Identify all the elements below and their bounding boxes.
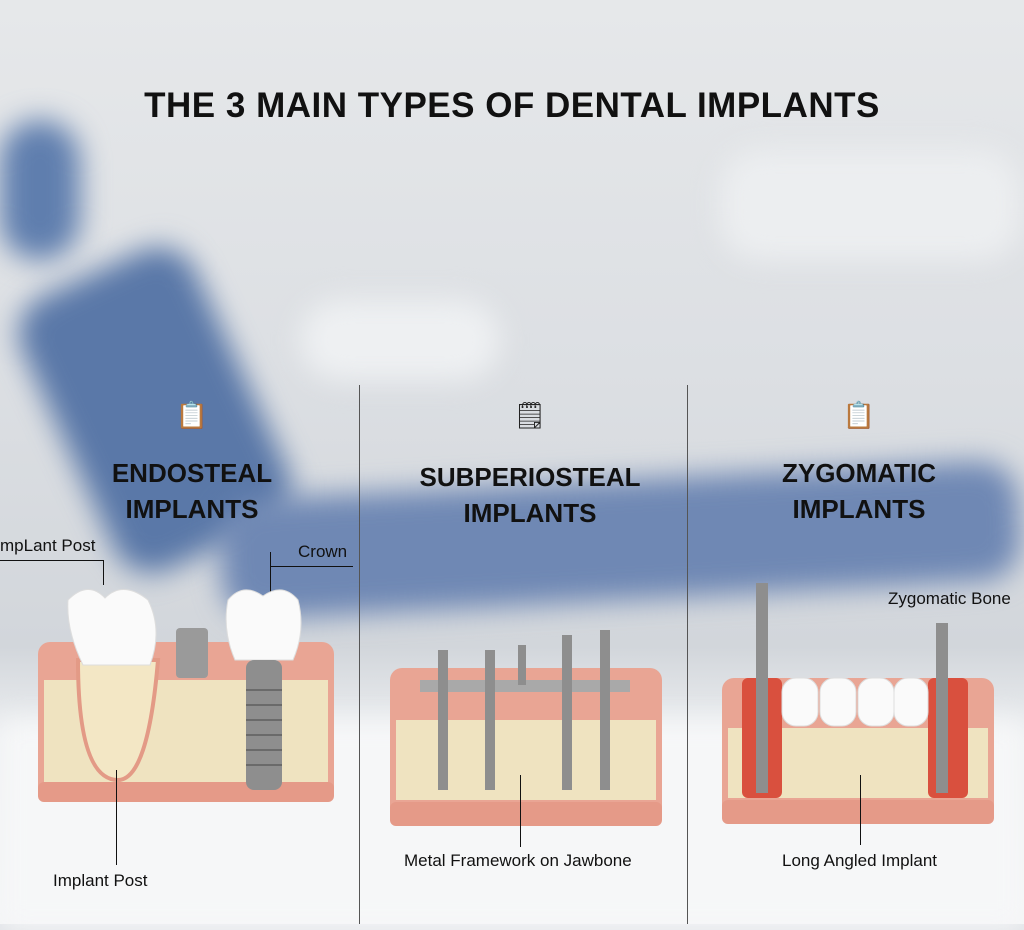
leader-line bbox=[860, 775, 861, 845]
clipboard-a-icon: 📋 bbox=[175, 400, 209, 430]
label-implant-post: Implant Post bbox=[53, 871, 148, 890]
column-divider bbox=[359, 385, 360, 924]
label-zygomatic-bone: Zygomatic Bone bbox=[888, 589, 1011, 608]
clipboard-list-icon: 🗒 bbox=[513, 400, 547, 430]
label-implant-post-top: mpLant Post bbox=[0, 536, 96, 555]
leader-line bbox=[270, 566, 353, 567]
page-title: THE 3 MAIN TYPES OF DENTAL IMPLANTS bbox=[144, 86, 880, 125]
label-long-angled-implant: Long Angled Implant bbox=[782, 851, 938, 870]
zygomatic-model bbox=[722, 583, 994, 824]
leader-line bbox=[0, 560, 104, 561]
leader-line bbox=[520, 775, 521, 847]
label-crown: Crown bbox=[298, 542, 348, 561]
leader-line bbox=[103, 560, 104, 585]
leader-line bbox=[116, 770, 117, 865]
endosteal-model bbox=[38, 589, 334, 802]
column-divider bbox=[687, 385, 688, 924]
subperiosteal-model bbox=[390, 630, 662, 826]
label-metal-framework: Metal Framework on Jawbone bbox=[404, 851, 632, 870]
clipboard-s-icon: 📋 bbox=[842, 400, 876, 430]
leader-line bbox=[270, 552, 271, 594]
